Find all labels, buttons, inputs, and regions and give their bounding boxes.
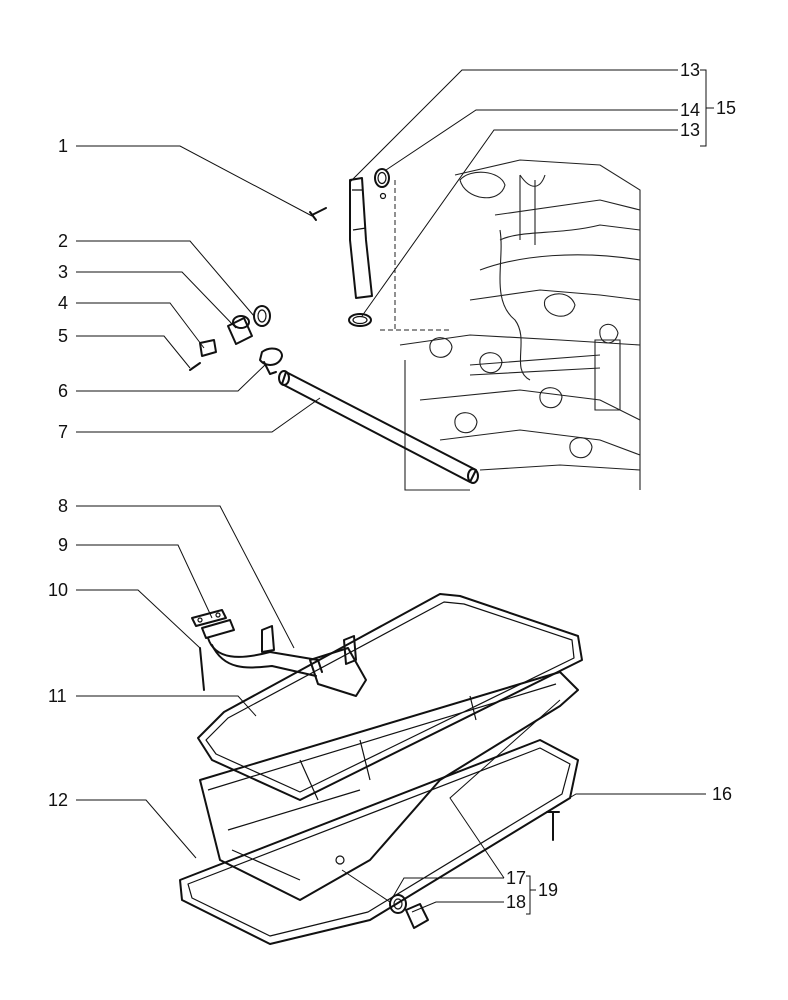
callout-14: 14 xyxy=(680,100,700,120)
callout-8: 8 xyxy=(58,496,68,516)
callout-1: 1 xyxy=(58,136,68,156)
callout-3: 3 xyxy=(58,262,68,282)
callout-7: 7 xyxy=(58,422,68,442)
leader-lines xyxy=(76,69,714,915)
callout-15: 15 xyxy=(716,98,736,118)
bottom-plate xyxy=(179,739,579,945)
callout-13-top: 13 xyxy=(680,60,700,80)
oil-pan-gasket xyxy=(197,593,583,801)
breather-parts xyxy=(189,305,479,484)
callout-labels: 1 2 3 4 5 6 7 8 9 10 11 12 13 14 13 15 1… xyxy=(48,60,736,912)
callout-4: 4 xyxy=(58,293,68,313)
callout-12: 12 xyxy=(48,790,68,810)
oil-pan xyxy=(199,671,579,901)
callout-11: 11 xyxy=(48,686,67,706)
oil-pickup-pipe xyxy=(191,609,367,697)
callout-6: 6 xyxy=(58,381,68,401)
callout-2: 2 xyxy=(58,231,68,251)
callout-13-bottom: 13 xyxy=(680,120,700,140)
callout-5: 5 xyxy=(58,326,68,346)
callout-16: 16 xyxy=(712,784,732,804)
bolt-part-16 xyxy=(546,811,560,841)
callout-19: 19 xyxy=(538,880,558,900)
callout-18: 18 xyxy=(506,892,526,912)
dipstick-tube xyxy=(348,168,390,327)
engine-block xyxy=(380,159,641,491)
callout-17: 17 xyxy=(506,868,526,888)
bolt-part-1 xyxy=(309,207,327,221)
callout-9: 9 xyxy=(58,535,68,555)
callout-10: 10 xyxy=(48,580,68,600)
drain-plug-parts xyxy=(389,894,429,929)
